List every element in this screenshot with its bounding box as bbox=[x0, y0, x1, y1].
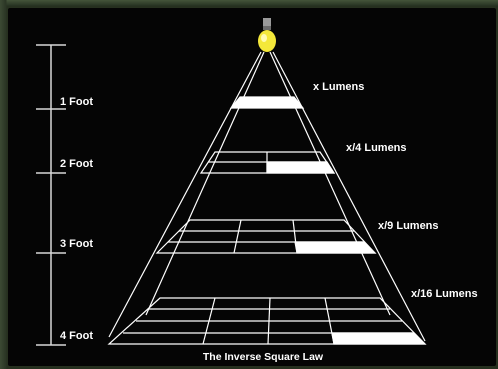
lumen-label-1: x Lumens bbox=[313, 81, 364, 93]
distance-label-1: 1 Foot bbox=[60, 96, 93, 108]
plane-4-foot bbox=[109, 298, 425, 344]
lumen-label-4: x/16 Lumens bbox=[411, 288, 478, 300]
diagram-title: The Inverse Square Law bbox=[203, 351, 324, 363]
plane-1-highlight bbox=[231, 97, 303, 108]
plane-2-highlight bbox=[267, 162, 334, 173]
distance-label-2: 2 Foot bbox=[60, 158, 93, 170]
distance-label-4: 4 Foot bbox=[60, 330, 93, 342]
lumen-label-2: x/4 Lumens bbox=[346, 142, 407, 154]
distance-label-3: 3 Foot bbox=[60, 238, 93, 250]
plane-3-foot bbox=[157, 220, 375, 253]
plane-4-highlight bbox=[332, 333, 425, 344]
light-bulb-icon bbox=[258, 18, 276, 52]
distance-ruler bbox=[36, 45, 66, 345]
plane-2-foot bbox=[201, 152, 334, 173]
plane-1-foot bbox=[231, 97, 303, 108]
plane-3-highlight bbox=[295, 242, 375, 253]
lumen-label-3: x/9 Lumens bbox=[378, 220, 439, 232]
